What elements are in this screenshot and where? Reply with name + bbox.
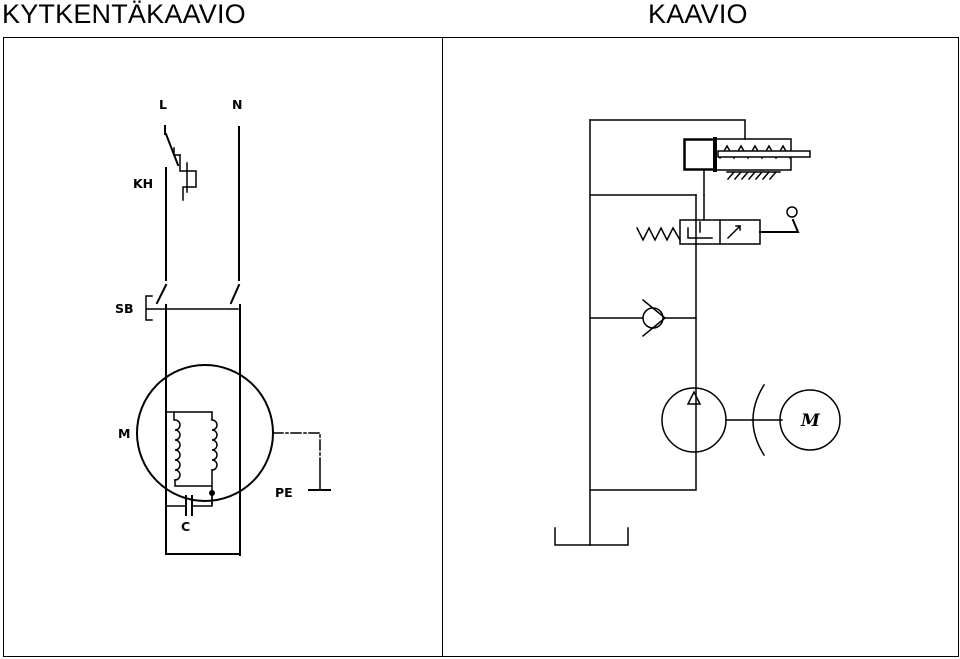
start-button-sb: SB [115, 283, 241, 556]
label-n: N [232, 97, 242, 112]
label-m: M [118, 426, 130, 441]
hydraulic-diagram: M [554, 119, 841, 546]
label-c: C [181, 519, 190, 534]
electric-motor: M [779, 389, 841, 451]
line-conductor [164, 125, 167, 281]
hydraulic-cylinder [683, 137, 811, 196]
label-motor-m: M [800, 411, 821, 431]
tank [554, 527, 629, 546]
directional-valve [635, 194, 800, 245]
check-valve [589, 298, 697, 338]
earth-pe: PE [272, 432, 331, 500]
cylinder-supply-line [589, 119, 746, 140]
label-pe: PE [275, 485, 293, 500]
wiring-diagram: L N KH SB M [115, 97, 331, 556]
hydraulic-diagram-title: KAAVIO [648, 0, 748, 29]
thermal-switch-kh: KH [133, 132, 197, 201]
wiring-diagram-title: KYTKENTÄKAAVIO [2, 0, 246, 29]
hydraulic-pump [661, 383, 783, 457]
capacitor-c: C [165, 492, 241, 555]
label-l: L [159, 97, 167, 112]
pressure-line [589, 194, 697, 491]
label-sb: SB [115, 301, 134, 316]
motor-m: M [118, 354, 274, 521]
label-kh: KH [133, 176, 153, 191]
